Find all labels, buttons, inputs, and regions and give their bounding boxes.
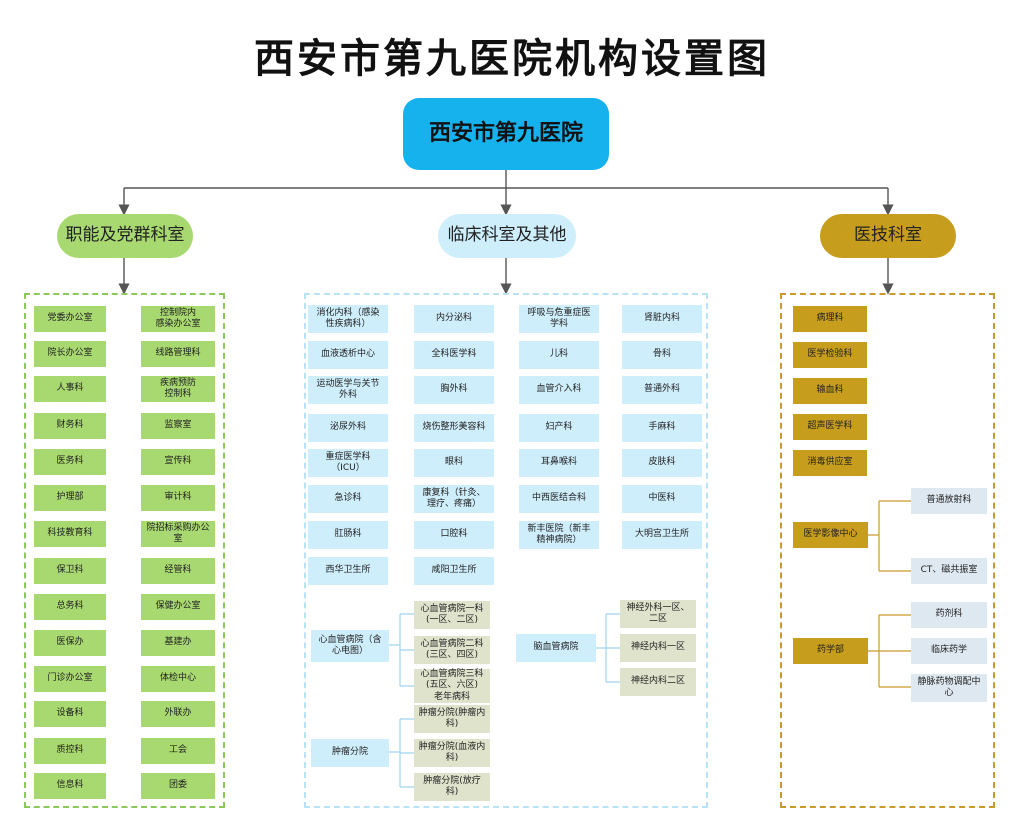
clinical-dept-box: 手麻科 [622, 414, 702, 442]
functional-dept-box: 经管科 [141, 558, 215, 584]
clinical-dept-box: 泌尿外科 [308, 414, 388, 442]
imaging-sub-box: 普通放射科 [911, 488, 987, 514]
tumor-sub-box: 肿瘤分院(肿瘤内科) [414, 705, 490, 733]
clinical-dept-box: 烧伤整形美容科 [414, 414, 494, 442]
clinical-dept-box: 全科医学科 [414, 341, 494, 369]
functional-dept-box: 院招标采购办公室 [141, 521, 215, 547]
functional-dept-box: 外联办 [141, 701, 215, 727]
clinical-dept-box: 新丰医院（新丰精神病院） [519, 521, 599, 549]
functional-dept-box: 信息科 [34, 773, 106, 799]
clinical-bracket-connectors [389, 613, 620, 788]
tech-dept-box: 消毒供应室 [793, 450, 867, 476]
clinical-dept-box: 大明宫卫生所 [622, 521, 702, 549]
cardio-sub-box: 心血管病院二科(三区、四区) [414, 636, 490, 664]
pharmacy-sub-box: 静脉药物调配中心 [911, 674, 987, 702]
functional-dept-box: 控制院内感染办公室 [141, 306, 215, 332]
clinical-dept-box: 妇产科 [519, 414, 599, 442]
brain-sub-box: 神经内科二区 [620, 668, 696, 696]
tumor-sub-box: 肿瘤分院(血液内科) [414, 739, 490, 767]
functional-dept-box: 护理部 [34, 485, 106, 511]
clinical-dept-box: 急诊科 [308, 485, 388, 513]
cardio-sub-box: 心血管病院一科(一区、二区) [414, 601, 490, 629]
clinical-dept-box: 口腔科 [414, 521, 494, 549]
clinical-dept-box: 中医科 [622, 485, 702, 513]
functional-departments-frame [24, 293, 225, 808]
cardio-hospital-box: 心血管病院（含心电图） [311, 630, 389, 662]
category-clinical: 临床科室及其他 [438, 214, 576, 258]
clinical-dept-box: 康复科（针灸、理疗、疼痛） [414, 485, 494, 513]
brain-hospital-box: 脑血管病院 [516, 634, 596, 662]
functional-dept-box: 党委办公室 [34, 306, 106, 332]
tech-dept-box: 超声医学科 [793, 414, 867, 440]
functional-dept-box: 体检中心 [141, 666, 215, 692]
pharmacy-sub-box: 药剂科 [911, 602, 987, 628]
clinical-dept-box: 内分泌科 [414, 305, 494, 333]
functional-dept-box: 门诊办公室 [34, 666, 106, 692]
tumor-sub-box: 肿瘤分院(放疗科) [414, 773, 490, 801]
cardio-sub-box: 心血管病院三科(五区、六区)老年病科 [414, 669, 490, 703]
functional-dept-box: 保卫科 [34, 558, 106, 584]
clinical-dept-box: 耳鼻喉科 [519, 449, 599, 477]
main-connectors [118, 170, 894, 295]
brain-sub-box: 神经内科一区 [620, 634, 696, 662]
clinical-dept-box: 咸阳卫生所 [414, 557, 494, 585]
functional-dept-box: 疾病预防控制科 [141, 376, 215, 402]
functional-dept-box: 监察室 [141, 413, 215, 439]
functional-dept-box: 设备科 [34, 701, 106, 727]
clinical-dept-box: 肾脏内科 [622, 305, 702, 333]
clinical-dept-box: 消化内科（感染性疾病科） [308, 305, 388, 333]
clinical-dept-box: 血管介入科 [519, 376, 599, 404]
tech-dept-box: 输血科 [793, 378, 867, 404]
functional-dept-box: 线路管理科 [141, 341, 215, 367]
functional-dept-box: 团委 [141, 773, 215, 799]
functional-dept-box: 院长办公室 [34, 341, 106, 367]
clinical-dept-box: 中西医结合科 [519, 485, 599, 513]
clinical-dept-box: 眼科 [414, 449, 494, 477]
functional-dept-box: 基建办 [141, 630, 215, 656]
clinical-dept-box: 普通外科 [622, 376, 702, 404]
clinical-dept-box: 西华卫生所 [308, 557, 388, 585]
clinical-dept-box: 呼吸与危重症医学科 [519, 305, 599, 333]
tech-dept-box: 医学检验科 [793, 342, 867, 368]
clinical-dept-box: 皮肤科 [622, 449, 702, 477]
page-title: 西安市第九医院机构设置图 [254, 36, 770, 82]
tech-bracket-connectors [868, 500, 911, 688]
brain-sub-box: 神经外科一区、二区 [620, 600, 696, 628]
category-functional: 职能及党群科室 [57, 214, 193, 258]
functional-dept-box: 审计科 [141, 485, 215, 511]
functional-dept-box: 医务科 [34, 449, 106, 475]
clinical-dept-box: 血液透析中心 [308, 341, 388, 369]
clinical-dept-box: 骨科 [622, 341, 702, 369]
functional-dept-box: 工会 [141, 738, 215, 764]
functional-dept-box: 人事科 [34, 376, 106, 402]
functional-dept-box: 质控科 [34, 738, 106, 764]
functional-dept-box: 宣传科 [141, 449, 215, 475]
clinical-dept-box: 胸外科 [414, 376, 494, 404]
imaging-center-box: 医学影像中心 [793, 522, 868, 548]
medical-tech-departments-frame [780, 293, 995, 808]
tumor-hospital-box: 肿瘤分院 [311, 739, 389, 767]
functional-dept-box: 医保办 [34, 630, 106, 656]
functional-dept-box: 保健办公室 [141, 594, 215, 620]
hospital-root-node: 西安市第九医院 [403, 98, 609, 170]
functional-dept-box: 科技教育科 [34, 521, 106, 547]
clinical-dept-box: 肛肠科 [308, 521, 388, 549]
pharmacy-box: 药学部 [793, 638, 868, 664]
clinical-dept-box: 重症医学科（ICU） [308, 449, 388, 477]
pharmacy-sub-box: 临床药学 [911, 638, 987, 664]
clinical-dept-box: 儿科 [519, 341, 599, 369]
category-medical-tech: 医技科室 [820, 214, 956, 258]
imaging-sub-box: CT、磁共振室 [911, 558, 987, 584]
clinical-dept-box: 运动医学与关节外科 [308, 376, 388, 404]
clinical-departments-frame [304, 293, 708, 808]
functional-dept-box: 财务科 [34, 413, 106, 439]
functional-dept-box: 总务科 [34, 594, 106, 620]
tech-dept-box: 病理科 [793, 306, 867, 332]
